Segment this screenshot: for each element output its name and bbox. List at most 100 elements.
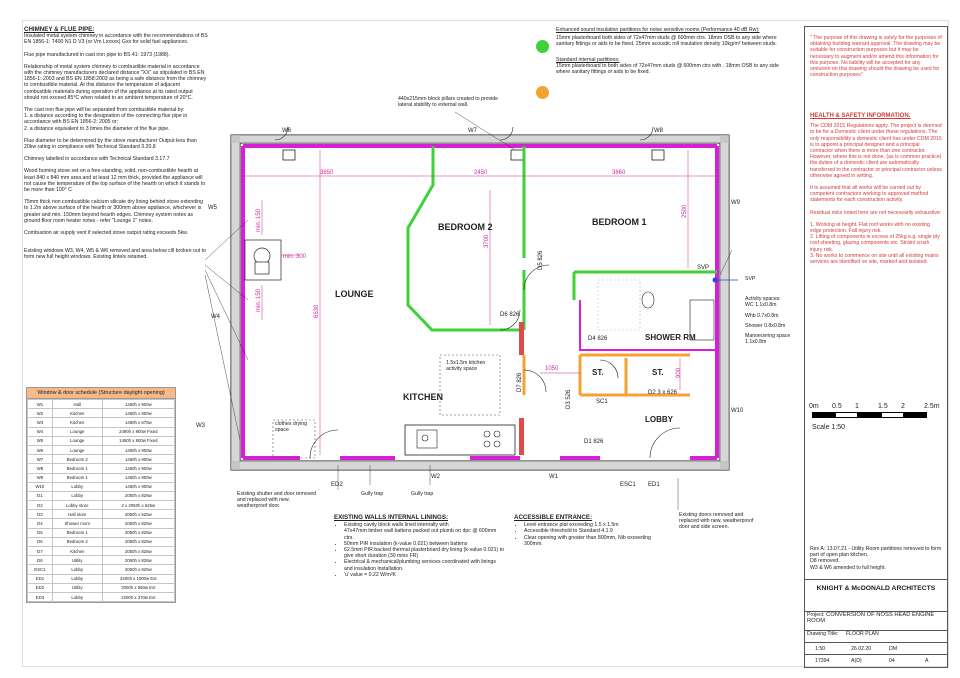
walls-linings-notes: EXISTING WALLS INTERNAL LININGS: Existin… (334, 514, 506, 578)
chimney-para2: Flue pipe manufactured in cast iron pipe… (24, 51, 170, 58)
activity-manoeuvring: Manoeuvring space 1.1x0.8m (745, 333, 791, 346)
dim-1050: 1050 (545, 366, 559, 372)
window-door-schedule: Window & door schedule (Structure daylig… (26, 387, 176, 604)
schedule-cell: 2050h x 826w (101, 555, 176, 566)
chimney-para10: Existing windows W3, W4, W5 & W6 removed… (24, 248, 206, 261)
health-r3: 3. No works to commence on site until al… (810, 252, 939, 266)
pillars-note: 440x215mm block pillars created to provi… (398, 96, 499, 109)
legend-standard-title: Standard internal partitions: (556, 56, 620, 63)
drawing-sheet (22, 20, 949, 667)
tag-d3: D3 526 (566, 389, 572, 409)
schedule-cell: 2050h x 826w (101, 518, 176, 529)
gully-trap-1: Gully trap (361, 491, 384, 497)
revision-note: Rev A: 13.07.21 - Utility Room partition… (810, 546, 942, 571)
tag-w7: W7 (468, 128, 478, 134)
walls-item: Electrical & mechanical/plumbing service… (344, 559, 506, 571)
firm-cell: KNIGHT & McDONALD ARCHITECTS (805, 579, 947, 598)
walls-item: 'u' value = 0.22 W/m²K (344, 572, 506, 578)
chimney-para3: Relationship of metal system chimney to … (24, 63, 207, 101)
kitchen-activity-note: 1.5x1.5m kitchen activity space (446, 360, 486, 373)
firm-name: KNIGHT & McDONALD ARCHITECTS (816, 585, 936, 592)
activity-title: Activity spaces: (745, 296, 781, 303)
dimension-texts: 3650 2450 3860 1050 min. 300 6530 3700 2… (256, 170, 688, 378)
room-store-1: ST. (592, 368, 604, 377)
dim-3650: 3650 (320, 170, 334, 176)
tag-d5: D5 826 (538, 250, 544, 270)
room-bedroom-2: BEDROOM 2 (438, 222, 493, 232)
job-value: 17394 (815, 658, 830, 664)
dim-min-150-top: min. 150 (256, 208, 262, 232)
kitchen-activity-box (439, 354, 501, 416)
scale-segments (812, 412, 927, 418)
room-bedroom-1: BEDROOM 1 (592, 217, 647, 227)
rev-value: A (925, 658, 929, 664)
tag-ed2: ED2 (331, 482, 343, 488)
legend-orange-text: 15mm plasterboard to both sides of 72x47… (556, 62, 779, 76)
tag-w3: W3 (196, 423, 206, 429)
schedule-cell: 2050h x 826w (101, 545, 176, 557)
room-store-2: ST. (652, 368, 664, 377)
accessible-entrance-notes: ACCESSIBLE ENTRANCE: Level entrance plat… (514, 514, 664, 547)
walls-item: Existing cavity block walls lined intern… (344, 522, 506, 528)
dim-min-150-bottom: min. 150 (256, 288, 262, 312)
disclaimer: " The purpose of this drawing is solely … (810, 35, 942, 79)
dim-900: 900 (676, 367, 682, 378)
scale-seg (904, 412, 927, 418)
title-block: " The purpose of this drawing is solely … (804, 26, 948, 668)
shower-room-walls (579, 300, 717, 351)
scale-tick-label: 2.5m (924, 403, 940, 410)
sheet-value: A(D) (851, 658, 862, 664)
access-item: Level entrance plat exceeding 1.5 x 1.5m (524, 522, 664, 528)
sound-partitions (406, 146, 717, 332)
dim-2450: 2450 (474, 170, 488, 176)
drawing-title: FLOOR PLAN (845, 631, 879, 637)
activity-wc: WC 1.1x0.8m (745, 302, 777, 309)
project-name: CONVERSION OF NOSS HEAD ENGINE ROOM (807, 612, 935, 625)
schedule-cell: 2050h x 526w (101, 509, 176, 520)
health-title: HEALTH & SAFETY INFORMATION: (810, 113, 911, 119)
legend-green-text: 15mm plasterboard both sides of 72x47mm … (556, 35, 777, 48)
tag-d1: D1 826 (584, 439, 604, 445)
chimney-title: CHIMNEY & FLUE PIPE: (24, 26, 95, 33)
wood-stove (244, 239, 282, 281)
schedule-cell: 2200h x 1000w Ext (101, 573, 176, 584)
tag-w2: W2 (431, 474, 441, 480)
access-list: Level entrance plat exceeding 1.5 x 1.5m… (524, 522, 664, 547)
activity-spaces: SVP Activity spaces: WC 1.1x0.8m Whb 0.7… (745, 276, 807, 345)
scale-seg (812, 412, 835, 418)
drawing-title-cell: Drawing Title: FLOOR PLAN (805, 630, 947, 643)
walls-title: EXISTING WALLS INTERNAL LININGS: (334, 514, 449, 521)
health-safety: HEALTH & SAFETY INFORMATION: The CDM 201… (810, 113, 942, 265)
drawing-title-label: Drawing Title: (807, 631, 839, 637)
tag-w6: W6 (282, 128, 292, 134)
tag-w4: W4 (211, 314, 221, 320)
dwg-no-value: 04 (889, 658, 895, 664)
room-lobby: LOBBY (645, 415, 674, 424)
clothes-drying-box (272, 419, 316, 459)
legend-title: Enhanced sound insulation partitions for… (556, 27, 760, 33)
schedule-cell: 2000h x 650w Ext (101, 582, 176, 593)
access-item: Clear opening with greater than 800mm, N… (524, 535, 664, 547)
tag-w5: W5 (208, 205, 218, 211)
tag-w8: W8 (654, 128, 664, 134)
meta-row-1: 1:50 26.02.20 DM (805, 642, 947, 655)
scale-tick-label: 1.5 (878, 403, 888, 410)
walls-item: 50mm PIR insulation (k-value 0.021) betw… (344, 541, 506, 547)
schedule-cell: 2200h x 370w Ext (101, 591, 176, 603)
door-swings (274, 126, 681, 459)
tag-esc1: ESC1 (620, 482, 636, 488)
tag-w1: W1 (549, 474, 559, 480)
existing-doors-note: Existing doors removed and replaced with… (679, 512, 754, 531)
dim-3860: 3860 (612, 170, 626, 176)
gully-trap-2: Gully trap (411, 491, 434, 497)
dim-min-300: min. 300 (283, 254, 307, 260)
partition-legend: Enhanced sound insulation partitions for… (556, 27, 791, 75)
